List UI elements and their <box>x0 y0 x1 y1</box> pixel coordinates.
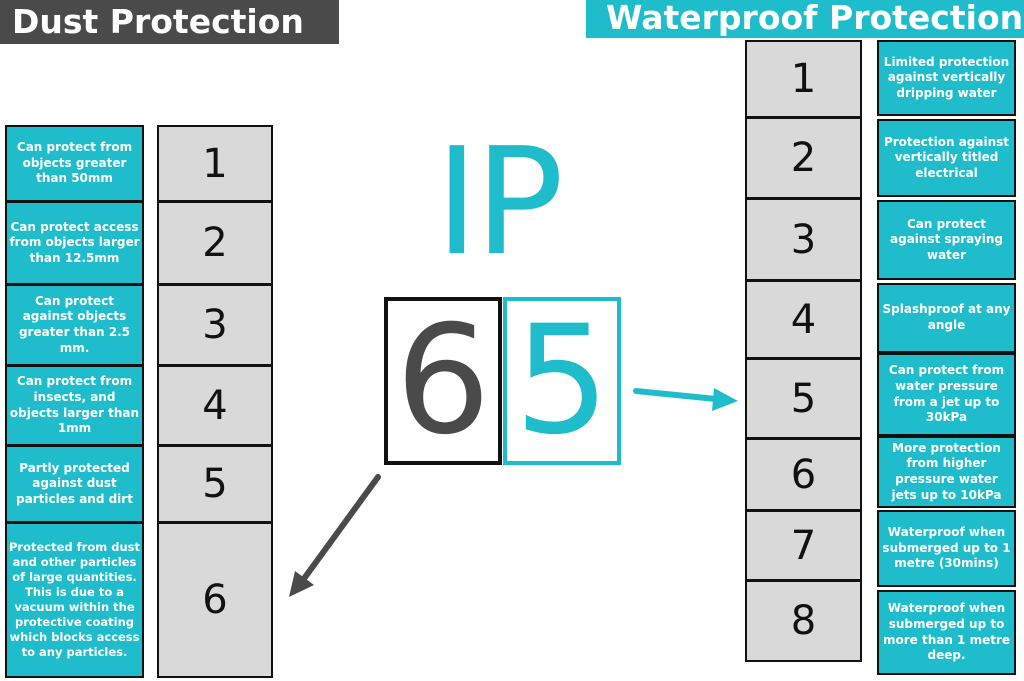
water-rating-digit: 5 <box>503 297 621 465</box>
water-level-7-number: 7 <box>745 510 862 581</box>
dust-level-2-number: 2 <box>157 201 273 285</box>
dust-level-6-number: 6 <box>157 522 273 678</box>
arrow-to-water-icon <box>633 388 738 411</box>
water-level-4-description: Splashproof at any angle <box>877 283 1016 353</box>
dust-level-3-number: 3 <box>157 284 273 366</box>
water-level-5-description: Can protect from water pressure from a j… <box>877 353 1016 436</box>
ip-prefix: IP <box>435 116 564 288</box>
dust-level-4-description: Can protect from insects, and objects la… <box>5 365 144 446</box>
dust-level-4-number: 4 <box>157 365 273 446</box>
water-level-2-number: 2 <box>745 117 862 199</box>
waterproof-protection-title: Waterproof Protection <box>586 0 1024 38</box>
water-level-8-number: 8 <box>745 580 862 662</box>
dust-level-1-description: Can protect from objects greater than 50… <box>5 125 144 202</box>
water-level-3-description: Can protect against spraying water <box>877 200 1016 280</box>
water-level-2-description: Protection against vertically titled ele… <box>877 119 1016 197</box>
water-level-7-description: Waterproof when submerged up to 1 metre … <box>877 510 1016 587</box>
water-level-1-description: Limited protection against vertically dr… <box>877 40 1016 116</box>
water-level-4-number: 4 <box>745 280 862 359</box>
water-level-3-number: 3 <box>745 198 862 281</box>
water-level-1-number: 1 <box>745 40 862 118</box>
dust-protection-title: Dust Protection <box>0 0 339 44</box>
water-level-5-number: 5 <box>745 358 862 439</box>
dust-level-5-number: 5 <box>157 445 273 523</box>
water-level-8-description: Waterproof when submerged up to more tha… <box>877 590 1016 675</box>
arrow-to-dust-icon <box>289 474 381 597</box>
dust-level-2-description: Can protect access from objects larger t… <box>5 201 144 285</box>
dust-level-3-description: Can protect against objects greater than… <box>5 284 144 366</box>
dust-level-6-description: Protected from dust and other particles … <box>5 522 144 678</box>
dust-rating-digit: 6 <box>384 297 502 465</box>
water-level-6-number: 6 <box>745 438 862 511</box>
water-level-6-description: More protection from higher pressure wat… <box>877 436 1016 508</box>
dust-level-1-number: 1 <box>157 125 273 202</box>
dust-level-5-description: Partly protected against dust particles … <box>5 445 144 523</box>
